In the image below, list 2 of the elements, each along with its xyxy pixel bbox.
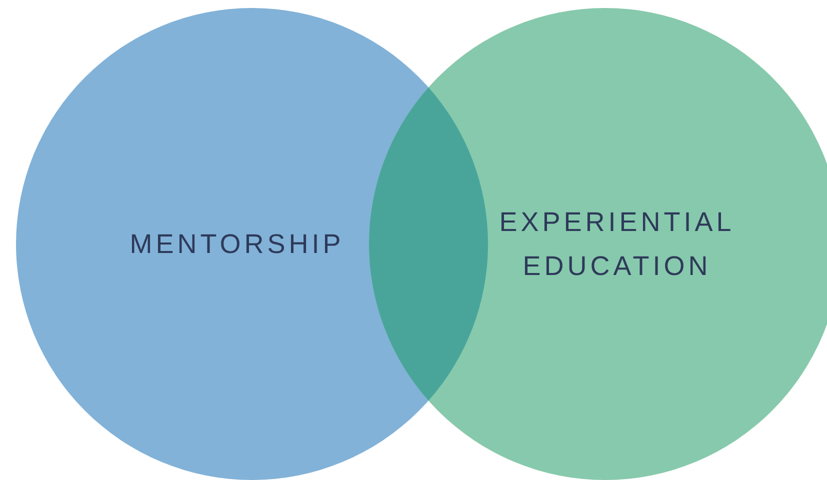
circle-label: MENTORSHIP: [128, 228, 346, 261]
circle-label: EXPERIENTIAL EDUCATION: [498, 206, 736, 283]
